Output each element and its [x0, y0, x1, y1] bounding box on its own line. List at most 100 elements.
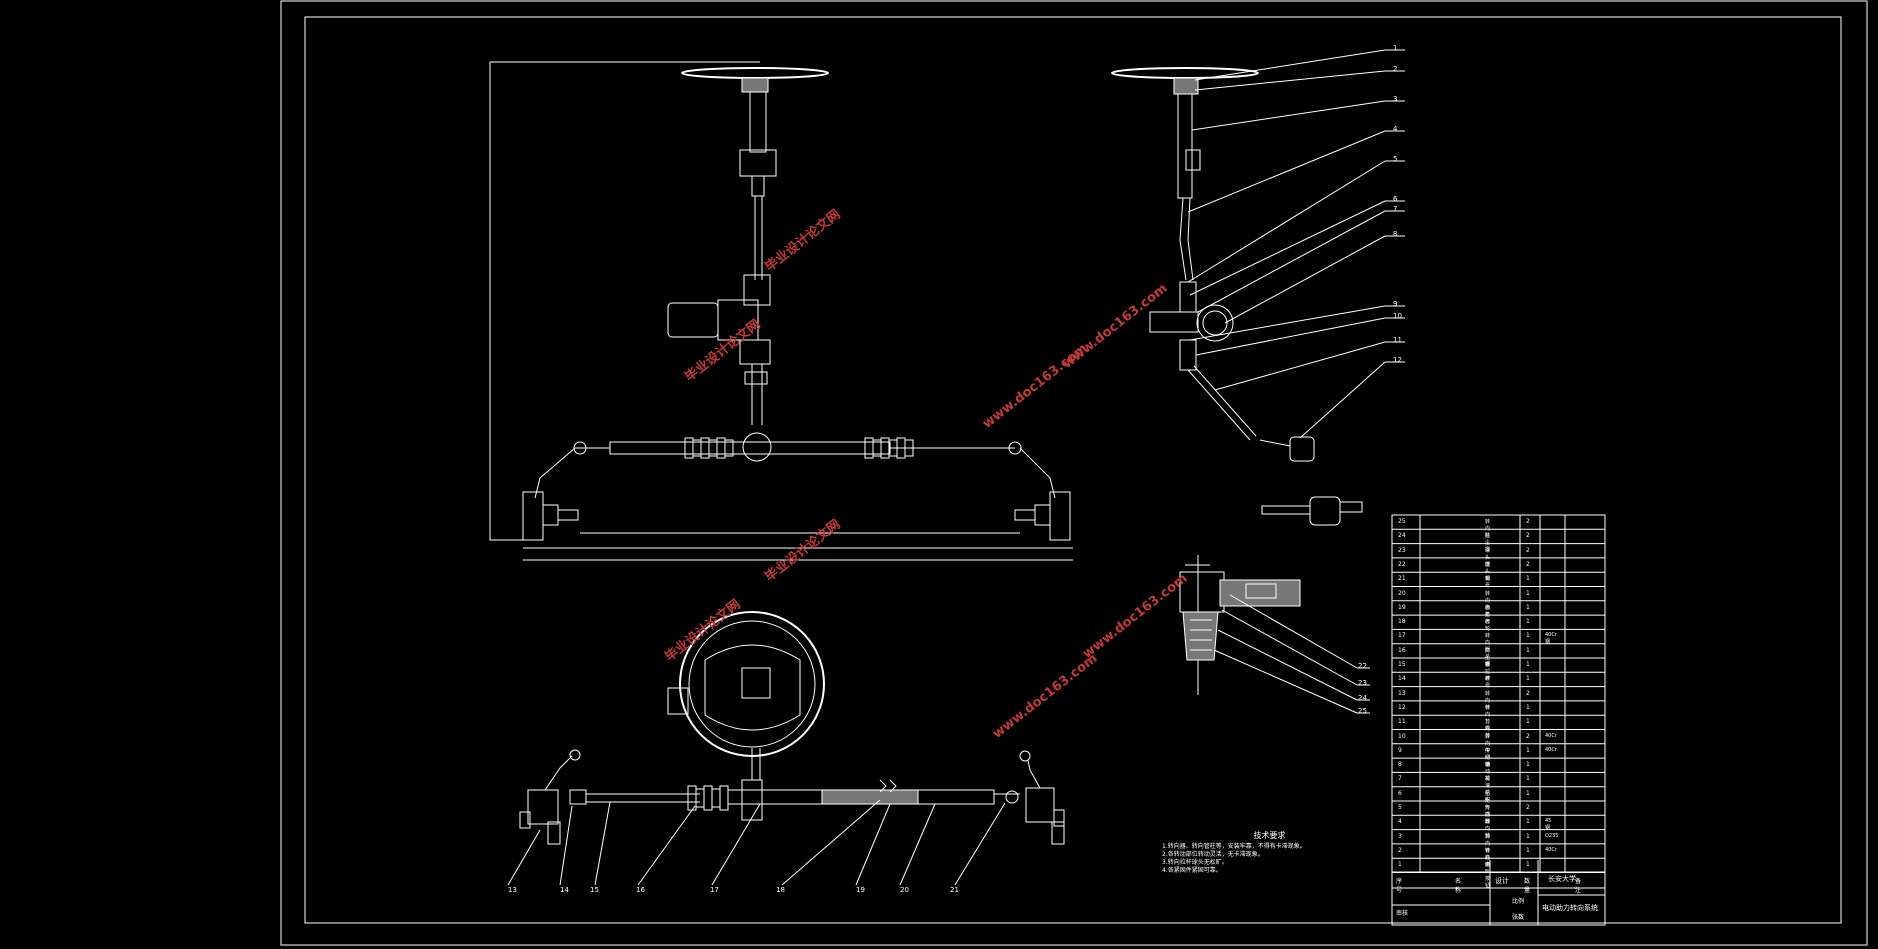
bom-header-note: 备注	[1575, 877, 1582, 894]
bom-row-qty: 1	[1526, 746, 1530, 754]
bom-row-qty: 1	[1526, 632, 1530, 640]
bom-row-note: 40Cr	[1545, 746, 1557, 753]
bom-row-qty: 2	[1526, 732, 1530, 740]
bom-row-no: 2	[1398, 846, 1402, 854]
callout-number: 11	[1393, 336, 1402, 344]
title-block-drawing-name: 电动助力转向系统	[1542, 904, 1598, 912]
callout-number: 6	[1393, 195, 1398, 203]
callout-number: 1	[1393, 44, 1398, 52]
notes-line: 3.转向拉杆球头无松旷。	[1162, 859, 1228, 866]
notes-line: 1.转向器、转向管柱等，安装牢靠，不得有卡滞现象。	[1162, 843, 1306, 850]
bom-row-no: 18	[1398, 618, 1406, 626]
bom-row-no: 17	[1398, 632, 1406, 640]
callout-number: 3	[1393, 95, 1398, 103]
bom-row-no: 10	[1398, 732, 1406, 740]
callout-number: 24	[1358, 694, 1367, 702]
callout-number: 4	[1393, 125, 1398, 133]
callout-number: 20	[900, 886, 909, 894]
bom-row-name: 转向传动轴	[1485, 733, 1491, 768]
bom-row-no: 19	[1398, 603, 1406, 611]
callout-number: 25	[1358, 707, 1367, 715]
bom-row-qty: 2	[1526, 804, 1530, 811]
bom-row-qty: 2	[1526, 546, 1530, 554]
bom-row-name: 螺母	[1485, 576, 1491, 590]
title-block-school: 长安大学	[1548, 875, 1576, 883]
bom-row-name: 电动机	[1485, 762, 1491, 783]
bom-row-qty: 1	[1526, 818, 1530, 826]
front-view	[489, 61, 1073, 561]
bom-row-name: 齿条	[1485, 604, 1491, 618]
bom-row-name: 球头销	[1485, 561, 1491, 582]
bom-row-qty: 1	[1526, 775, 1530, 783]
bom-row-qty: 1	[1526, 661, 1530, 668]
bom-row-qty: 2	[1526, 689, 1530, 697]
bom-row-name: 转向轴	[1485, 819, 1491, 840]
bom-table	[1391, 514, 1606, 926]
bom-row-name: 转向柱	[1485, 519, 1491, 539]
notes-line: 4.各紧固件紧固可靠。	[1162, 867, 1222, 874]
bom-row-qty: 1	[1526, 761, 1530, 769]
outer-frame	[280, 0, 1868, 946]
bom-row-name: 转向节	[1485, 690, 1491, 711]
bom-row-qty: 1	[1526, 861, 1530, 869]
bom-row-no: 25	[1398, 518, 1406, 525]
bom-row-qty: 1	[1526, 575, 1530, 583]
title-block-scale: 比例	[1512, 898, 1525, 905]
bom-row-no: 7	[1398, 775, 1402, 783]
bom-row-qty: 1	[1526, 618, 1530, 626]
bom-row-name: 减速机构	[1485, 776, 1491, 804]
notes-line: 2.各转动部位转动灵活，无卡滞现象。	[1162, 851, 1264, 858]
bom-row-qty: 1	[1526, 789, 1530, 797]
bom-row-qty: 1	[1526, 846, 1530, 854]
callout-number: 8	[1393, 230, 1398, 238]
bom-row-no: 21	[1398, 575, 1406, 583]
bom-row-note: 45钢	[1545, 818, 1552, 832]
bom-row-name: 扭矩传感器	[1485, 790, 1491, 825]
bom-row-name: 球头座	[1485, 547, 1491, 568]
bom-row-name: 转向节臂	[1485, 704, 1491, 732]
bom-row-name: 螺母	[1485, 676, 1491, 690]
technical-notes: 技术要求 1.转向器、转向管柱等，安装牢靠，不得有卡滞现象。 2.各转动部位转动…	[1162, 832, 1377, 875]
bom-row-name: 防尘罩	[1485, 533, 1491, 554]
callout-number: 7	[1393, 205, 1398, 213]
callout-number: 10	[1393, 312, 1402, 320]
bom-row-no: 22	[1398, 560, 1406, 568]
callout-number: 12	[1393, 356, 1402, 364]
bom-row-no: 14	[1398, 675, 1406, 683]
bom-row-no: 23	[1398, 546, 1406, 554]
notes-title: 技术要求	[1253, 831, 1286, 840]
bom-row-no: 16	[1398, 646, 1406, 654]
bom-row-note: 40Cr	[1545, 732, 1557, 739]
bom-row-note: 40Cr	[1545, 846, 1557, 853]
bom-row-qty: 1	[1526, 646, 1530, 654]
bom-row-name: 防尘套	[1485, 647, 1491, 668]
inner-frame	[304, 16, 1842, 924]
bom-row-qty: 1	[1526, 603, 1530, 611]
bom-row-no: 5	[1398, 804, 1402, 811]
bom-row-no: 15	[1398, 661, 1406, 668]
bottom-rack	[519, 749, 1065, 845]
bom-row-no: 1	[1398, 861, 1402, 869]
bom-header-name: 名称	[1455, 877, 1462, 894]
bom-header-qty: 数量	[1524, 877, 1531, 894]
bom-row-note: Q235	[1545, 832, 1559, 839]
side-leaders	[1187, 49, 1405, 439]
callout-number: 17	[710, 886, 719, 894]
bom-row-no: 6	[1398, 789, 1402, 797]
bom-row-no: 9	[1398, 746, 1402, 754]
bom-header-no: 序号	[1396, 877, 1403, 894]
bom-row-name: 横拉杆	[1485, 662, 1491, 682]
bom-row-no: 24	[1398, 532, 1406, 540]
bom-row-name: 转向器总成	[1485, 633, 1491, 668]
title-block-check: 审核	[1396, 910, 1409, 917]
callout-number: 2	[1393, 65, 1398, 73]
bom-row-name: 齿轮	[1485, 619, 1491, 633]
callout-number: 23	[1358, 679, 1367, 687]
bom-row-name: 转向管柱	[1485, 833, 1491, 861]
callout-number: 21	[950, 886, 959, 894]
bom-row-no: 8	[1398, 761, 1402, 769]
bom-row-no: 20	[1398, 589, 1406, 597]
callout-number: 16	[636, 886, 645, 894]
bom-row-name: 喇叭按钮	[1485, 862, 1491, 890]
